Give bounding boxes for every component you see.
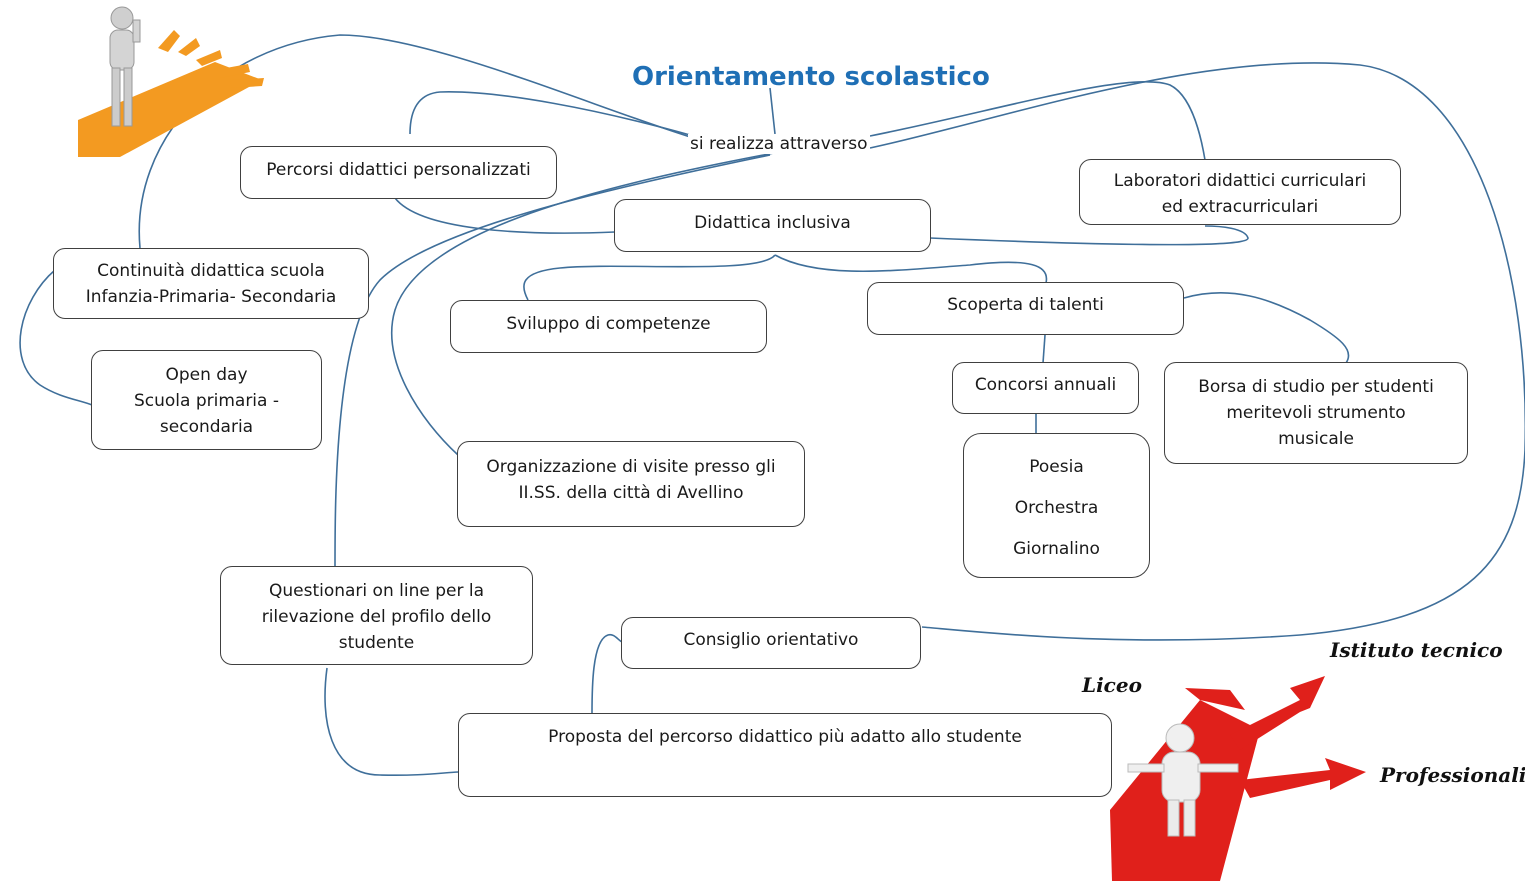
- line-connector-percorsi: [409, 91, 691, 136]
- diagram-title: Orientamento scolastico: [632, 62, 990, 92]
- label-professionali: Professionali: [1380, 763, 1525, 787]
- line-title-connector: [769, 87, 776, 135]
- box-laboratori: Laboratori didattici curriculari ed extr…: [1079, 159, 1401, 225]
- line-connector-continuita: [138, 34, 701, 249]
- label-istituto-tecnico: Istituto tecnico: [1330, 638, 1503, 662]
- box-sviluppo-competenze: Sviluppo di competenze: [450, 300, 767, 353]
- box-open-day: Open day Scuola primaria - secondaria: [91, 350, 322, 450]
- box-proposta-percorso: Proposta del percorso didattico più adat…: [458, 713, 1112, 797]
- line-proposta-consiglio: [591, 633, 623, 715]
- line-continuita-openday: [19, 269, 93, 406]
- line-didattica-talenti: [774, 254, 1048, 284]
- line-connector-laboratori: [869, 80, 1206, 161]
- line-connector-questionari: [334, 154, 771, 568]
- line-didattica-sviluppo: [523, 254, 776, 301]
- label-liceo: Liceo: [1082, 673, 1142, 697]
- box-scoperta-talenti: Scoperta di talenti: [867, 282, 1184, 335]
- line-connector-visite: [390, 149, 791, 456]
- box-didattica-inclusiva: Didattica inclusiva: [614, 199, 931, 252]
- orange-path-illustration: [78, 6, 264, 157]
- connector-label: si realizza attraverso: [688, 134, 870, 154]
- line-talenti-borsa: [1183, 292, 1350, 364]
- line-didattica-laboratori: [929, 225, 1249, 246]
- box-organizzazione-visite: Organizzazione di visite presso gli II.S…: [457, 441, 805, 527]
- box-continuita: Continuità didattica scuola Infanzia-Pri…: [53, 248, 369, 319]
- line-percorsi-didattica: [394, 197, 616, 234]
- box-concorsi-annuali: Concorsi annuali: [952, 362, 1139, 414]
- box-borsa-studio: Borsa di studio per studenti meritevoli …: [1164, 362, 1468, 464]
- box-consiglio-orientativo: Consiglio orientativo: [621, 617, 921, 669]
- line-questionari-proposta: [324, 667, 459, 776]
- line-talenti-concorsi: [1042, 334, 1046, 364]
- box-questionari: Questionari on line per la rilevazione d…: [220, 566, 533, 665]
- box-poesia-orchestra-giornalino: Poesia Orchestra Giornalino: [963, 433, 1150, 578]
- red-path-illustration: [1110, 676, 1366, 881]
- box-percorsi-personalizzati: Percorsi didattici personalizzati: [240, 146, 557, 199]
